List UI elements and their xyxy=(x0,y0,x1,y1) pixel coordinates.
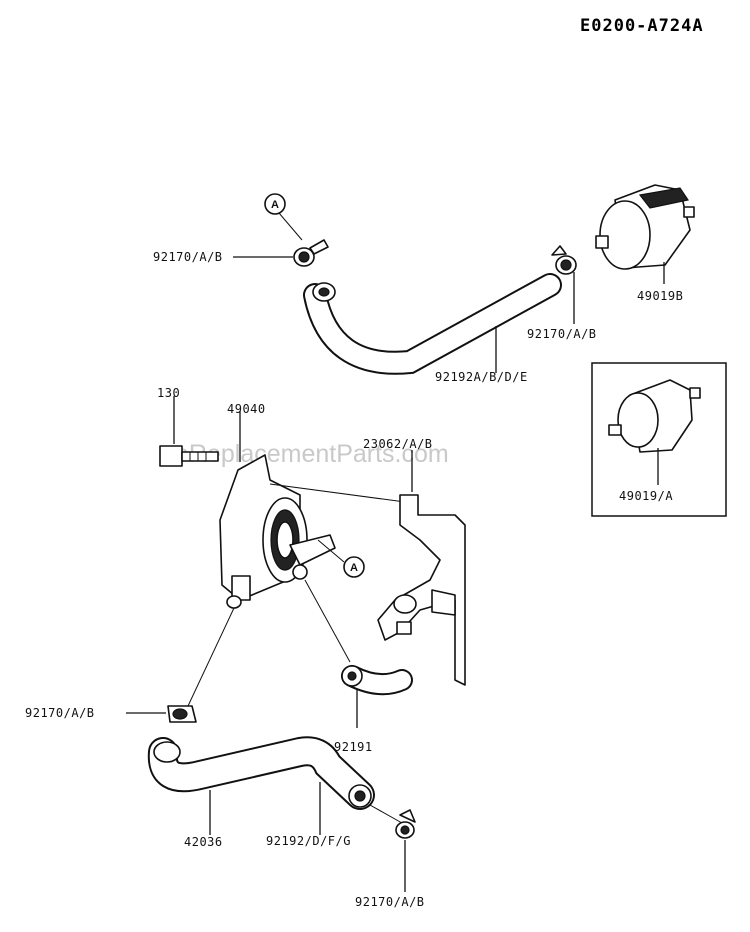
fuel-filter-large xyxy=(595,184,695,270)
fuel-hose-short xyxy=(341,665,413,696)
label-clamp-mid: 92170/A/B xyxy=(527,327,597,341)
mounting-bolt xyxy=(159,445,219,467)
leader-hose-to-clamp xyxy=(369,804,403,824)
leader-pump-to-hose xyxy=(304,579,351,663)
fuel-filter-alt xyxy=(608,379,701,453)
callout-a-top: A xyxy=(264,193,303,241)
svg-text:A: A xyxy=(350,562,358,574)
label-bolt: 130 xyxy=(157,386,180,400)
label-clamp-left: 92170/A/B xyxy=(25,706,95,720)
hose-clamp-left xyxy=(167,705,197,723)
svg-text:A: A xyxy=(271,199,279,211)
label-hose-top: 92192A/B/D/E xyxy=(435,370,528,384)
tie-line xyxy=(269,483,406,503)
fuel-pump xyxy=(219,454,336,609)
callout-a-mid: A xyxy=(317,539,365,578)
label-bracket: 23062/A/B xyxy=(363,437,433,451)
hose-clamp-mid xyxy=(551,245,577,275)
label-pump: 49040 xyxy=(227,402,266,416)
diagram-code: E0200-A724A xyxy=(580,16,704,36)
label-filter-big: 49019B xyxy=(637,289,683,303)
watermark: eReplacementParts.com xyxy=(175,440,449,468)
label-hose-bottom: 92192/D/F/G xyxy=(266,834,351,848)
mounting-bracket xyxy=(377,494,466,686)
label-clamp-bottom: 92170/A/B xyxy=(355,895,425,909)
hose-clamp-top xyxy=(293,239,329,267)
label-filter-alt: 49019/A xyxy=(619,489,673,503)
fuel-hose-long xyxy=(147,736,375,810)
fuel-hose-upper xyxy=(303,273,562,375)
label-hose-long: 42036 xyxy=(184,835,223,849)
label-clamp-top: 92170/A/B xyxy=(153,250,223,264)
hose-clamp-bottom xyxy=(395,809,416,839)
leader-pump-to-clamp xyxy=(187,607,235,707)
filter-alt-inset xyxy=(591,362,727,517)
label-hose-short: 92191 xyxy=(334,740,373,754)
